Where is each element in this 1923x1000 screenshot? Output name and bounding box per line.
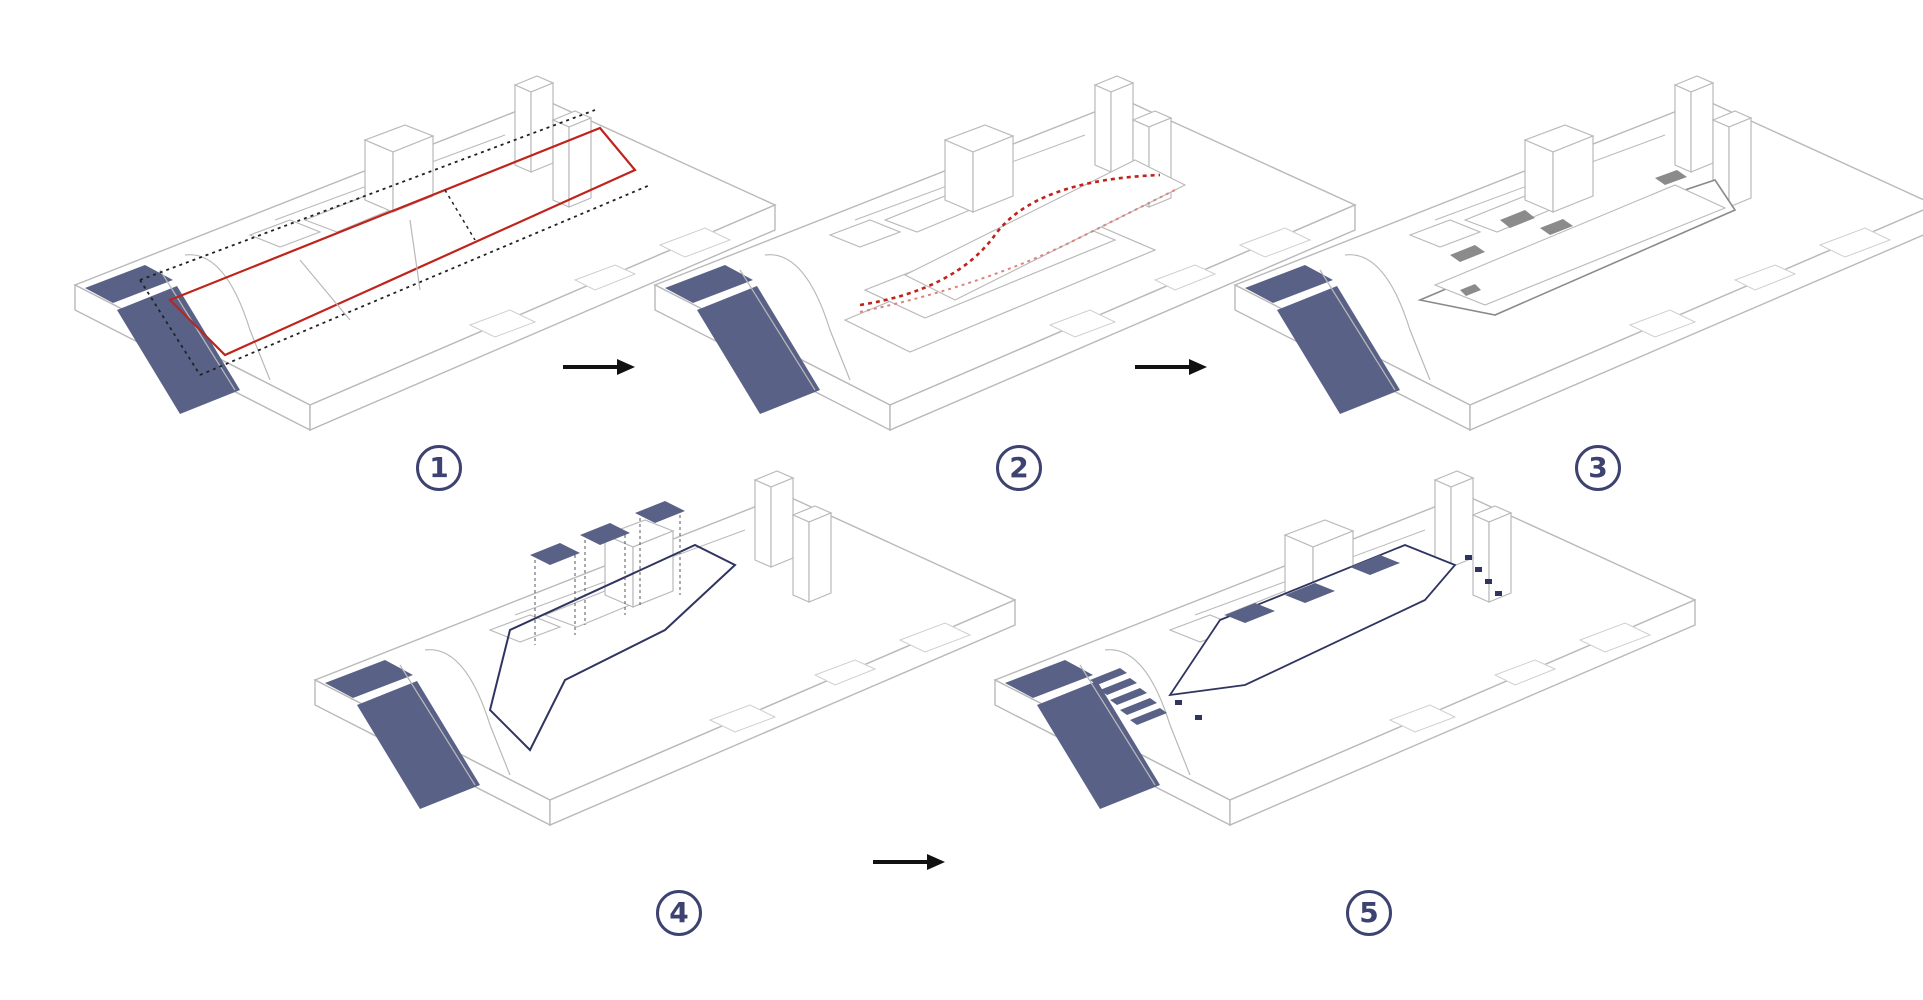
site-axonometric-4 [314, 470, 1016, 826]
step-label-1: 1 [416, 445, 462, 491]
site-boundary [168, 126, 637, 357]
site-axonometric-3 [1234, 75, 1923, 431]
volume-b [580, 523, 630, 625]
diagram-step-1 [74, 60, 795, 450]
diagram-step-5 [994, 455, 1715, 845]
step-label-3: 3 [1575, 445, 1621, 491]
step-label-2: 2 [996, 445, 1042, 491]
site-axonometric-2 [654, 75, 1356, 431]
edge-markers [1175, 555, 1502, 720]
crosswalk-stripes [1090, 668, 1167, 725]
arrow-right-icon [873, 853, 945, 871]
diagram-step-4 [314, 455, 1035, 845]
circulation-flow-b [859, 189, 1176, 313]
arrow-right-icon [1135, 358, 1207, 376]
step-label-4: 4 [656, 890, 702, 936]
site-axonometric-5 [994, 470, 1696, 826]
site-axonometric-1 [74, 75, 776, 431]
diagram-step-3 [1234, 60, 1923, 450]
circulation-flow-a [859, 173, 1161, 307]
volume-c [635, 501, 685, 605]
building-footprint [488, 543, 737, 752]
arrow-right-icon [563, 358, 635, 376]
volume-a [530, 543, 580, 645]
step-label-5: 5 [1346, 890, 1392, 936]
diagram-step-2 [654, 60, 1375, 450]
